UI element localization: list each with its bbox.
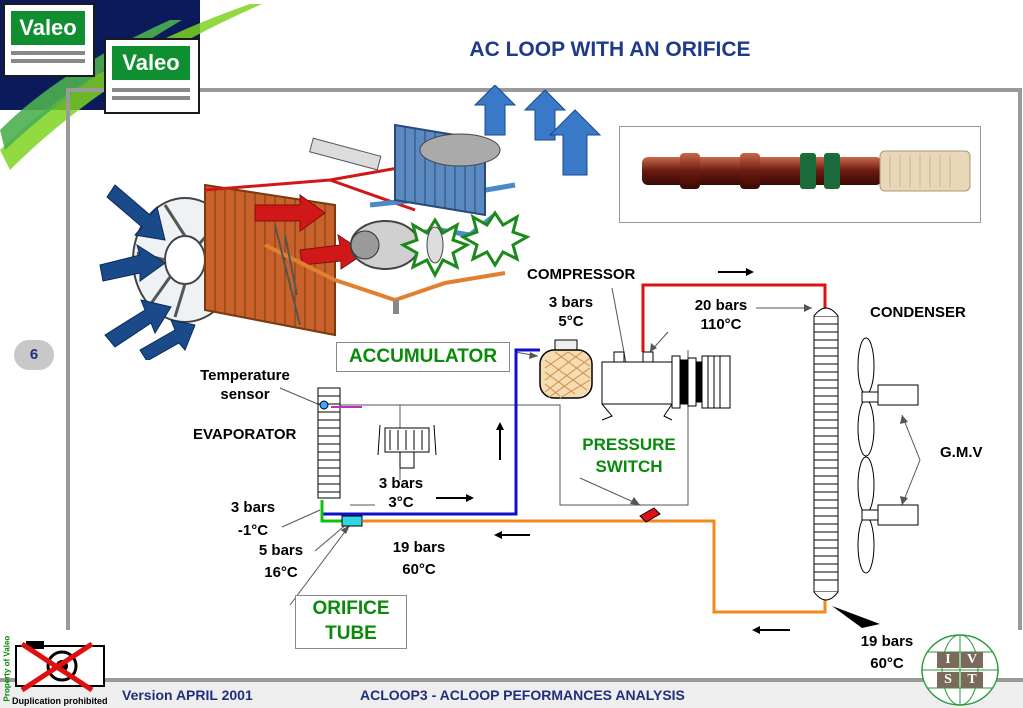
temperature-sensor-bulb xyxy=(319,400,329,410)
label-compressor: COMPRESSOR xyxy=(527,266,636,283)
flow-arrows xyxy=(436,271,790,631)
label-gmv: G.M.V xyxy=(940,444,983,461)
ivst-letter-v: V xyxy=(961,652,983,668)
measure-condenser-out: 19 bars 60°C xyxy=(860,633,914,672)
compressor-part xyxy=(601,351,731,421)
condenser-outlet-pointer xyxy=(832,606,880,628)
accumulator-part xyxy=(539,339,593,399)
measure-compressor-inlet: 3 bars 5°C xyxy=(548,294,594,330)
measure-orifice-in: 19 bars 60°C xyxy=(392,539,446,578)
footer-doc-title: ACLOOP3 - ACLOOP PEFORMANCES ANALYSIS xyxy=(360,687,685,703)
measure-compressor-outlet: 20 bars 110°C xyxy=(694,297,748,333)
ac-system-illustration xyxy=(99,85,602,360)
gmv-fan-upper xyxy=(857,337,919,457)
valeo-logo-small: Valeo xyxy=(3,3,95,77)
slide-number: 6 xyxy=(14,340,54,370)
pipe-high-pressure-gas xyxy=(641,283,827,352)
pipe-high-pressure-liquid xyxy=(363,519,827,614)
page-title: AC LOOP WITH AN ORIFICE xyxy=(469,38,751,61)
duplication-prohibited: Duplication prohibited xyxy=(12,696,108,706)
orifice-tube-photo xyxy=(619,126,981,223)
ivst-logo: I V S T xyxy=(920,634,1000,706)
pressure-switch-part xyxy=(639,507,661,523)
label-accumulator: ACCUMULATOR xyxy=(336,342,510,372)
label-pressure-switch: PRESSURE SWITCH xyxy=(582,435,676,476)
measure-evaporator-mid: 3 bars 3°C xyxy=(378,475,424,511)
ivst-letter-t: T xyxy=(961,672,983,688)
measure-evaporator-in: 3 bars -1°C xyxy=(230,499,276,539)
orifice-tube-part xyxy=(341,515,363,527)
property-of-valeo: Property of Valeo xyxy=(2,635,12,702)
ivst-letter-i: I xyxy=(937,652,959,668)
label-temperature-sensor: Temperature sensor xyxy=(200,367,290,403)
gmv-fan-lower xyxy=(857,456,919,574)
label-evaporator: EVAPORATOR xyxy=(193,426,297,443)
measure-orifice-out: 5 bars 16°C xyxy=(258,542,304,581)
airflow-arrows-in xyxy=(99,184,196,360)
ivst-letter-s: S xyxy=(937,672,959,688)
property-text-container: Property of Valeo xyxy=(0,630,12,705)
label-condenser: CONDENSER xyxy=(870,304,966,321)
blower-icon xyxy=(377,424,437,469)
valeo-logo-large: Valeo xyxy=(104,38,200,114)
condenser-core xyxy=(813,307,839,601)
label-orifice-tube: ORIFICE TUBE xyxy=(295,595,407,649)
evaporator-core xyxy=(317,387,341,499)
footer-version: Version APRIL 2001 xyxy=(122,687,253,703)
no-camera-icon xyxy=(12,636,108,698)
pipe-low-pressure-liquid xyxy=(320,500,342,523)
